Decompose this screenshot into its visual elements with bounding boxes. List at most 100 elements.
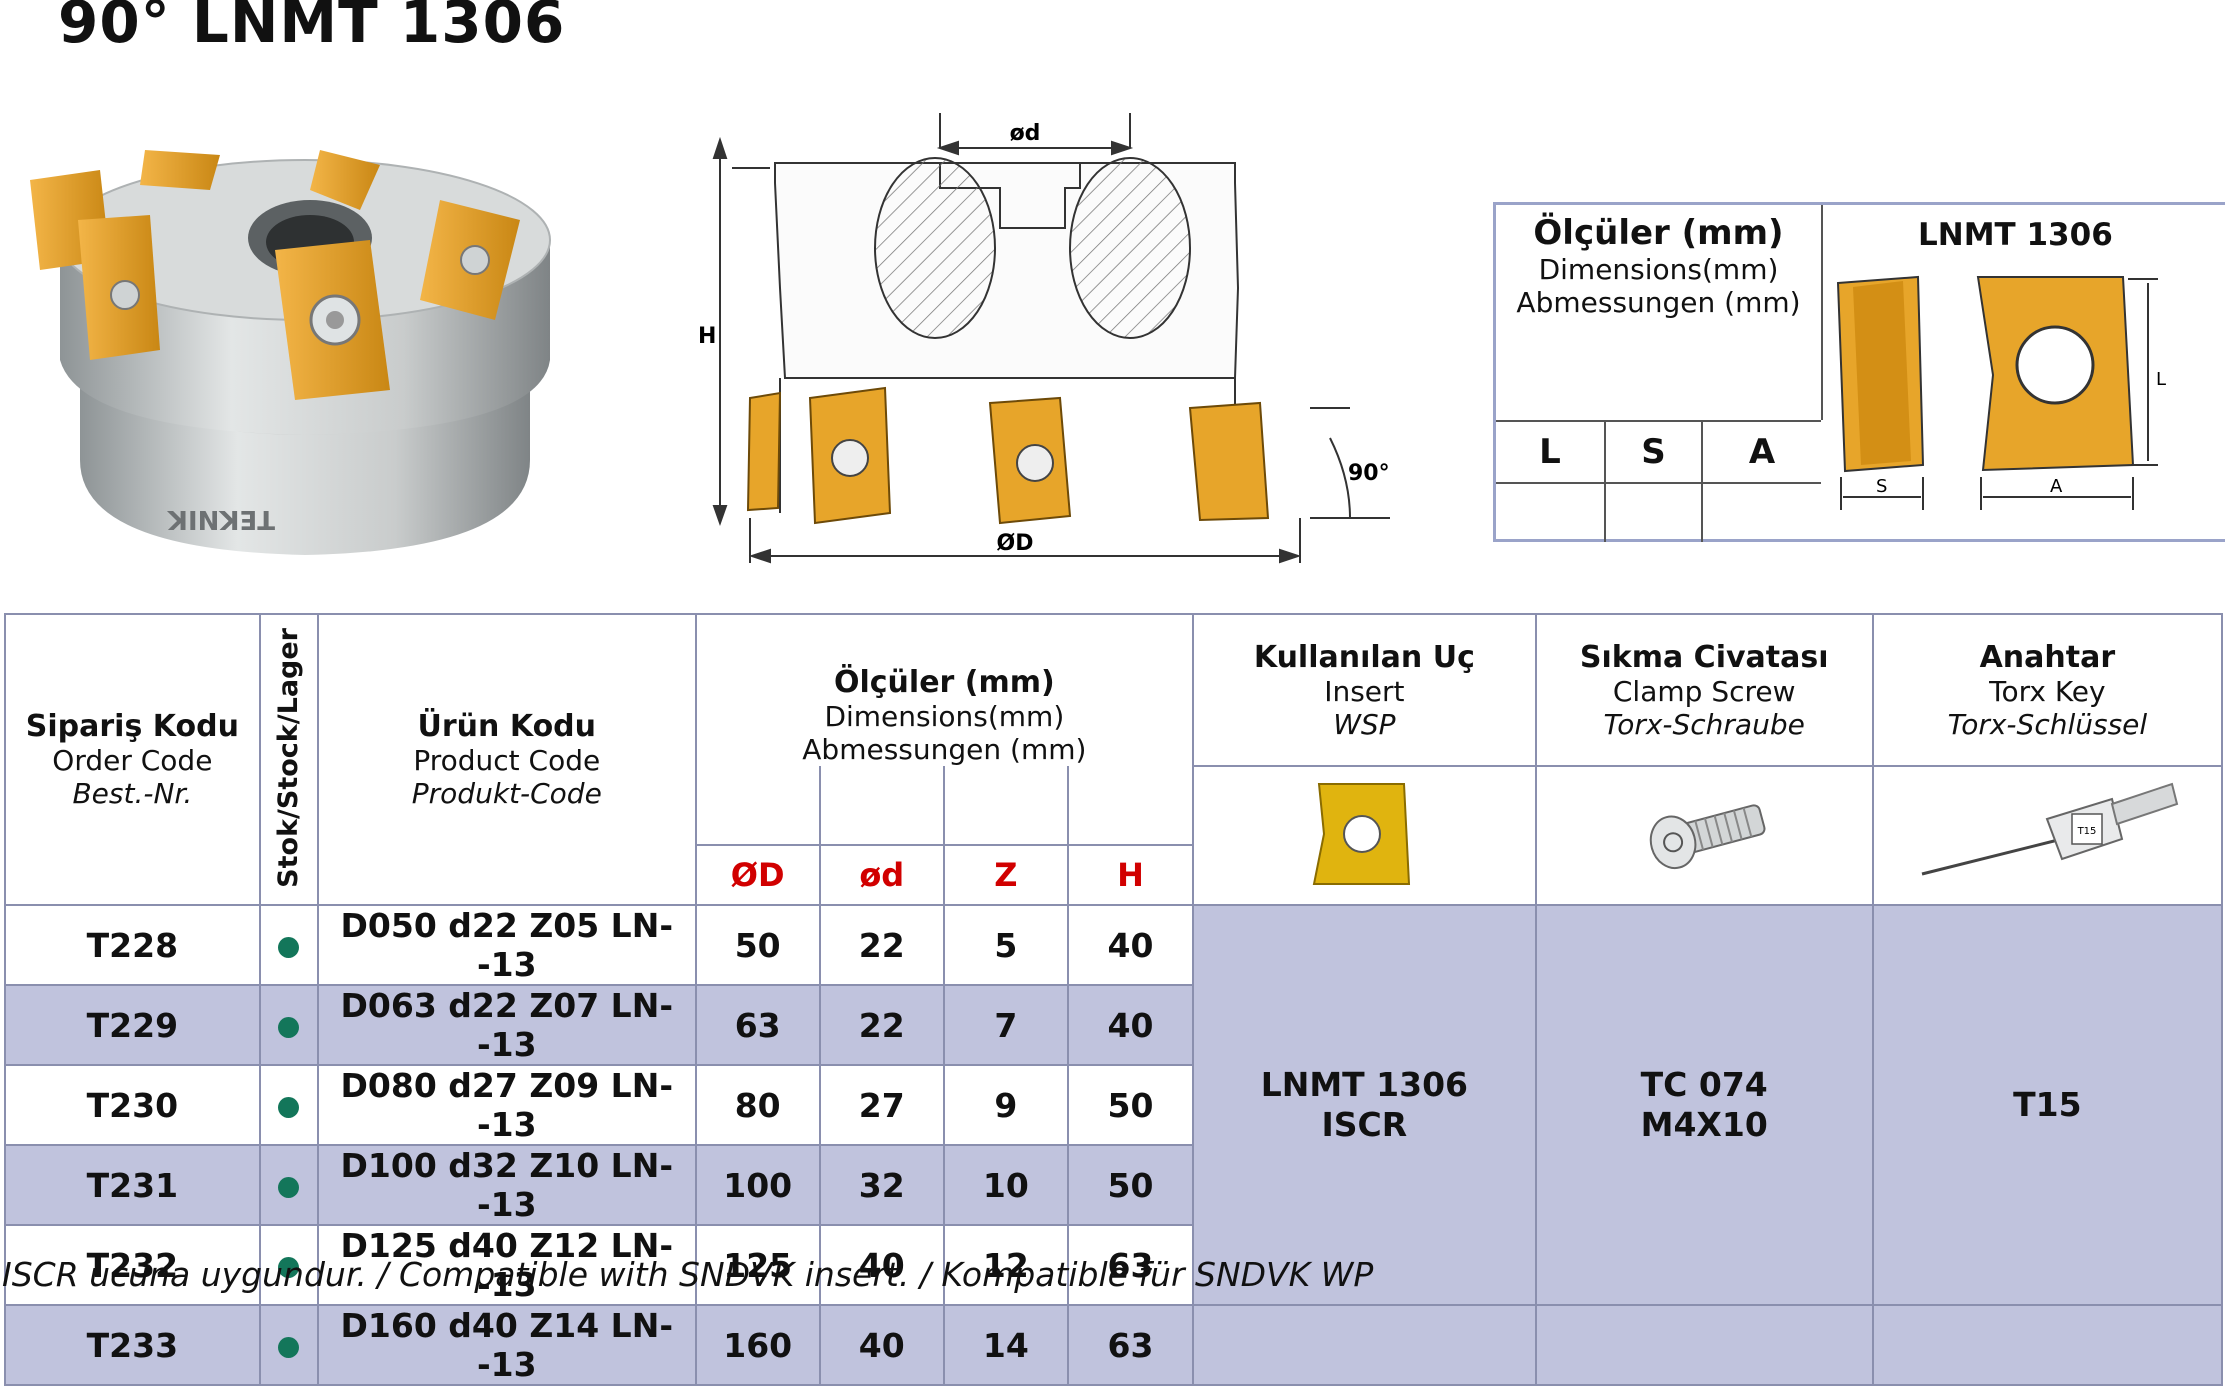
insert-icon: [1313, 782, 1411, 885]
cell-order: T231: [4, 1144, 261, 1226]
key-image-cell: T15: [1871, 765, 2224, 906]
cell-d: 40: [818, 1224, 945, 1306]
dim-title-tr: Ölçüler (mm): [1533, 213, 1784, 253]
header-col-d: ød: [818, 766, 945, 906]
cell-stock: [258, 984, 319, 1066]
cell-d: 27: [818, 1064, 945, 1146]
insert-dimension-box: Ölçüler (mm) Dimensions(mm) Abmessungen …: [1493, 202, 2225, 542]
cell-d: 22: [818, 904, 945, 986]
cell-product: D160 d40 Z14 LN--13: [316, 1304, 697, 1386]
cell-Z: 5: [942, 904, 1069, 986]
cell-D: 63: [694, 984, 821, 1066]
cell-d: 32: [818, 1144, 945, 1226]
header-insert: Kullanılan Uç Insert WSP: [1192, 613, 1537, 767]
stock-dot: [278, 1336, 300, 1358]
label-A: A: [2050, 476, 2063, 497]
table-row: T233 D160 d40 Z14 LN--13 160 40 14 63: [4, 1304, 2224, 1386]
label-L: L: [2156, 369, 2166, 390]
cell-H: 63: [1066, 1304, 1195, 1386]
cell-Z: 9: [942, 1064, 1069, 1146]
table-row: T230 D080 d27 Z09 LN--13 80 27 9 50: [4, 1064, 2222, 1146]
dim-val-L: [1496, 484, 1606, 542]
stock-dot: [278, 1096, 300, 1118]
technical-drawing: ød H ØD 90°: [698, 113, 1390, 564]
table-row: T232 D125 d40 Z12 LN--13 125 40 12 63: [4, 1224, 2222, 1306]
cell-Z: 12: [942, 1224, 1069, 1306]
stock-dot: [278, 1256, 300, 1278]
dim-col-L: L: [1496, 422, 1606, 482]
header-dimensions: Ölçüler (mm) Dimensions(mm) Abmessungen …: [694, 613, 1195, 766]
header-stock: Stok/Stock/Lager: [258, 613, 319, 906]
cell-H: 40: [1066, 984, 1195, 1066]
cell-H: 50: [1066, 1064, 1195, 1146]
label-angle: 90°: [1348, 461, 1390, 486]
table-row: T228 D050 d22 Z05 LN--13 50 22 5 40 LNMT…: [4, 904, 2224, 1306]
torx-key-icon: T15: [1922, 782, 2179, 875]
product-table: Sipariş Kodu Order Code Best.-Nr. Stok/S…: [4, 613, 2224, 1386]
cell-Z: 14: [942, 1304, 1069, 1386]
screw-icon: [1650, 803, 1766, 869]
dim-box-header: Ölçüler (mm) Dimensions(mm) Abmessungen …: [1496, 205, 1823, 420]
stock-dot: [278, 936, 300, 958]
key-empty-cell: [1871, 1304, 2224, 1386]
header-torx-key: Anahtar Torx Key Torx-Schlüssel: [1871, 613, 2224, 767]
cell-stock: [258, 904, 319, 986]
cell-order: T233: [4, 1304, 261, 1386]
stock-dot: [278, 1016, 300, 1038]
header-col-Z: Z: [942, 766, 1069, 906]
cell-stock: [258, 1304, 319, 1386]
label-d-small: ød: [1010, 121, 1041, 146]
label-H: H: [698, 324, 716, 349]
cell-D: 160: [694, 1304, 821, 1386]
cell-D: 80: [694, 1064, 821, 1146]
key-value: T15: [1871, 904, 2224, 1306]
cell-Z: 10: [942, 1144, 1069, 1226]
dim-title-de: Abmessungen (mm): [1516, 286, 1801, 319]
cell-D: 125: [694, 1224, 821, 1306]
dim-col-A: A: [1748, 432, 1776, 472]
cell-D: 50: [694, 904, 821, 986]
footnote: ISCR ucuna uygundur. / Compatible with S…: [2, 1255, 1374, 1294]
insert-image-cell: [1192, 765, 1537, 906]
cell-product: D125 d40 Z12 LN--13: [316, 1224, 697, 1306]
cell-order: T232: [4, 1224, 261, 1306]
cell-order: T230: [4, 1064, 261, 1146]
cell-D: 100: [694, 1144, 821, 1226]
header-product-code: Ürün Kodu Product Code Produkt-Code: [316, 613, 697, 906]
cell-product: D100 d32 Z10 LN--13: [316, 1144, 697, 1226]
cell-product: D050 d22 Z05 LN--13: [316, 904, 697, 986]
header-col-H: H: [1066, 766, 1195, 906]
insert-drawings: L S A: [1836, 275, 2166, 510]
cell-product: D080 d27 Z09 LN--13: [316, 1064, 697, 1146]
cell-H: 50: [1066, 1144, 1195, 1226]
dim-title-en: Dimensions(mm): [1538, 253, 1779, 286]
label-D: ØD: [997, 531, 1034, 556]
cell-order: T228: [4, 904, 261, 986]
header-order-code: Sipariş Kodu Order Code Best.-Nr.: [4, 613, 261, 906]
cell-stock: [258, 1224, 319, 1306]
insert-empty-cell: [1192, 1304, 1537, 1386]
insert-views: LNMT 1306 L S A: [1823, 205, 2225, 535]
cell-d: 40: [818, 1304, 945, 1386]
screw-empty-cell: [1534, 1304, 1874, 1386]
cell-order: T229: [4, 984, 261, 1066]
dim-col-S: S: [1606, 422, 1703, 482]
cell-stock: [258, 1144, 319, 1226]
key-tag-text: T15: [2077, 826, 2097, 837]
stock-dot: [278, 1176, 300, 1198]
screw-image-cell: [1534, 765, 1874, 906]
cell-H: 63: [1066, 1224, 1195, 1306]
insert-name: LNMT 1306: [1918, 217, 2113, 253]
page-title: 90° LNMT 1306: [58, 0, 566, 56]
cutter-photo: TEKNIK: [30, 150, 551, 555]
logo-text: TEKNIK: [167, 504, 275, 534]
dim-val-S: [1606, 484, 1703, 542]
cell-product: D063 d22 Z07 LN--13: [316, 984, 697, 1066]
header-col-D: ØD: [694, 766, 821, 906]
cell-H: 40: [1066, 904, 1195, 986]
cell-Z: 7: [942, 984, 1069, 1066]
header-clamp-screw: Sıkma Civatası Clamp Screw Torx-Schraube: [1534, 613, 1874, 767]
dim-grid: L S A: [1496, 420, 1821, 542]
